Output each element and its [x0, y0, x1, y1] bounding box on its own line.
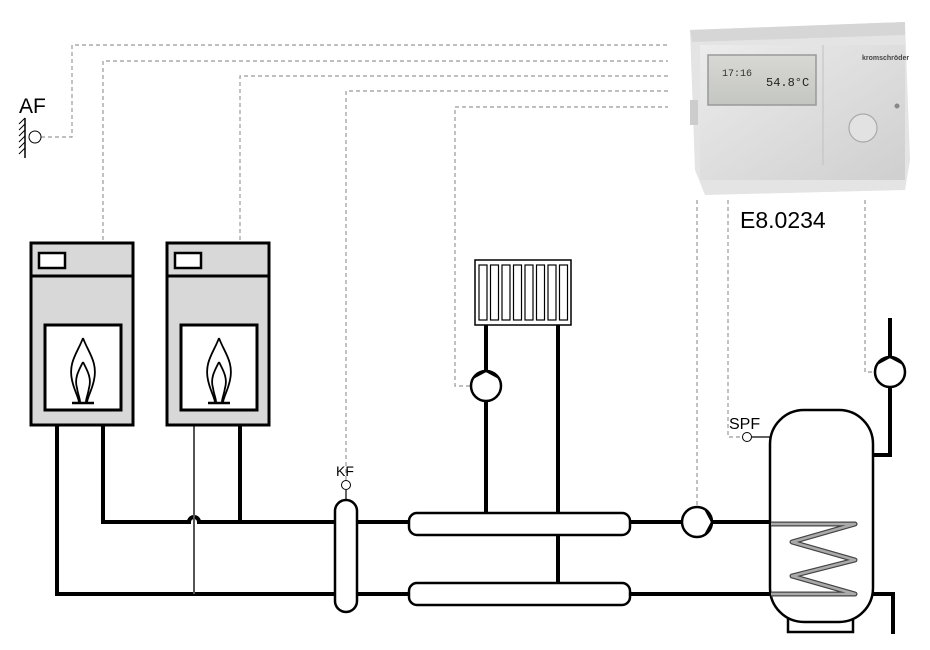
storage-tank: SPF	[729, 408, 875, 634]
kf-label: KF	[336, 463, 354, 479]
radiator-fin	[512, 264, 523, 321]
signal-line-boiler1	[102, 60, 668, 240]
return-header	[407, 581, 632, 607]
circulation-pump-icon	[873, 355, 907, 389]
heating-circuit-pump-icon	[469, 369, 503, 403]
display-time: 17:16	[722, 69, 752, 80]
radiator-fin	[489, 264, 500, 321]
radiator-fin	[558, 264, 569, 321]
signal-line-circ-pump	[864, 200, 875, 373]
radiator-fin	[478, 264, 488, 321]
controller-device: 17:16 54.8°C kromschröder	[690, 22, 910, 195]
flame-icon	[70, 337, 96, 405]
signal-lines	[41, 44, 875, 507]
outdoor-sensor: AF	[18, 95, 46, 158]
supply-header	[407, 511, 632, 537]
heat-exchanger-coil	[771, 521, 858, 597]
flame-icon	[206, 337, 232, 405]
spf-label: SPF	[729, 416, 760, 433]
signal-line-kf	[345, 90, 668, 480]
radiator-fin	[501, 264, 511, 321]
storage-charge-pump-icon	[680, 505, 714, 539]
pipes	[55, 318, 895, 634]
signal-line-af	[41, 44, 668, 138]
status-led	[894, 103, 900, 109]
radiator-fin	[547, 264, 557, 321]
signal-line-boiler2	[239, 75, 668, 240]
radiator-fin	[535, 264, 546, 321]
af-label: AF	[19, 95, 46, 118]
boiler-1	[29, 241, 135, 427]
boiler-2	[165, 241, 271, 427]
radiator-fin	[524, 264, 534, 321]
signal-line-heating-pump	[454, 106, 668, 387]
brand-logo: kromschröder	[862, 55, 909, 62]
display-temperature: 54.8°C	[766, 76, 809, 90]
controller-model-label: E8.0234	[740, 207, 826, 233]
control-knob	[848, 113, 878, 143]
hydraulic-separator: KF	[333, 463, 359, 614]
signal-line-spf	[727, 200, 743, 438]
radiator-icon	[474, 259, 572, 326]
side-clip	[690, 100, 698, 125]
